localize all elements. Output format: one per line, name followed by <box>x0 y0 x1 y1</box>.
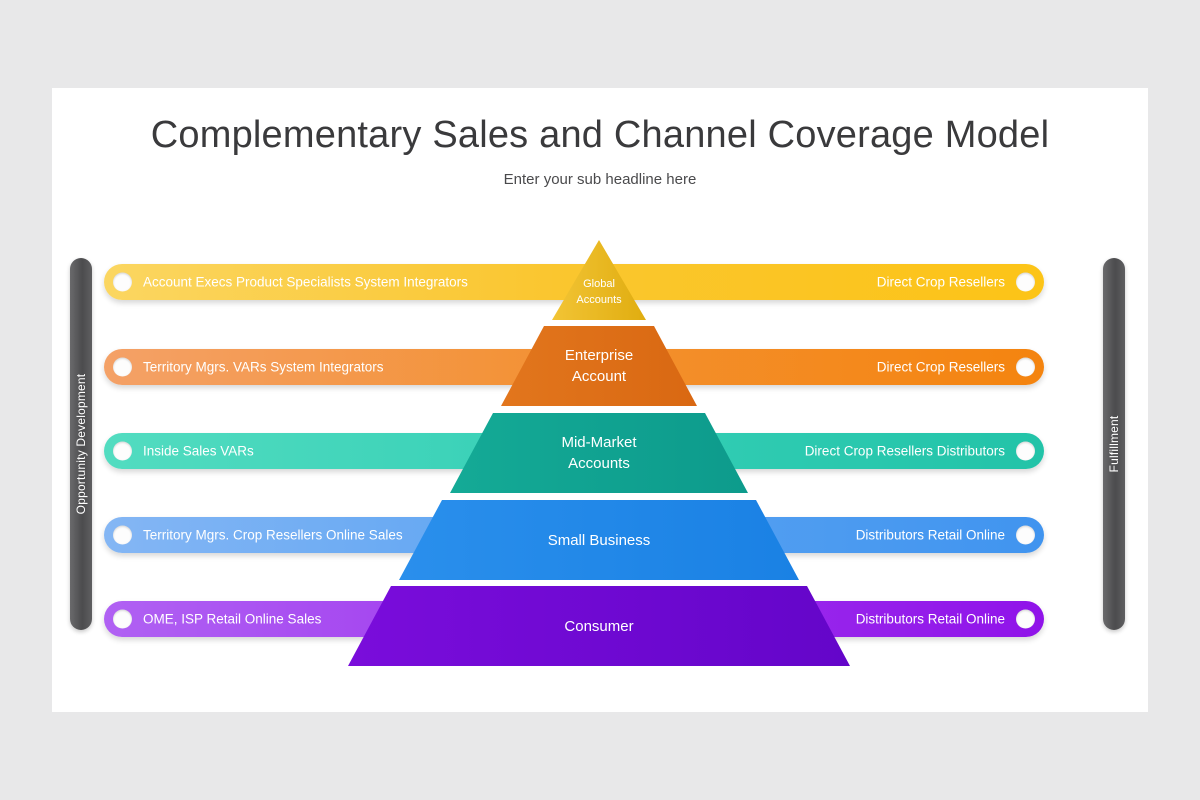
band-left-label-0: Account Execs Product Specialists System… <box>143 274 468 290</box>
band-right-label-2: Direct Crop Resellers Distributors <box>804 443 1005 459</box>
circle-marker-icon <box>113 357 132 377</box>
band-row-mid-market-accounts[interactable]: Inside Sales VARs Direct Crop Resellers … <box>104 433 1044 469</box>
band-row-enterprise-account[interactable]: Territory Mgrs. VARs System Integrators … <box>104 349 1044 385</box>
band-left-label-4: OME, ISP Retail Online Sales <box>143 611 322 627</box>
band-right-label-3: Distributors Retail Online <box>855 527 1005 543</box>
band-left-label-3: Territory Mgrs. Crop Resellers Online Sa… <box>143 527 403 543</box>
page-subtitle: Enter your sub headline here <box>503 171 697 188</box>
sidebar-fulfillment[interactable]: Fulfillment <box>1103 258 1125 630</box>
slide-canvas: Complementary Sales and Channel Coverage… <box>52 88 1148 712</box>
page-title: Complementary Sales and Channel Coverage… <box>150 114 1050 156</box>
sidebar-right-label: Fulfillment <box>1107 415 1121 473</box>
sidebar-left-label: Opportunity Development <box>74 373 88 515</box>
band-right-label-4: Distributors Retail Online <box>855 611 1005 627</box>
band-row-small-business[interactable]: Territory Mgrs. Crop Resellers Online Sa… <box>104 517 1044 553</box>
circle-marker-icon <box>1016 609 1035 629</box>
sidebar-opportunity-development[interactable]: Opportunity Development <box>70 258 92 630</box>
circle-marker-icon <box>1016 357 1035 377</box>
circle-marker-icon <box>113 525 132 545</box>
circle-marker-icon <box>113 272 132 292</box>
band-left-label-2: Inside Sales VARs <box>143 443 254 459</box>
band-right-label-1: Direct Crop Resellers <box>876 359 1005 375</box>
band-row-consumer[interactable]: OME, ISP Retail Online Sales Distributor… <box>104 601 1044 637</box>
circle-marker-icon <box>113 441 132 461</box>
circle-marker-icon <box>113 609 132 629</box>
band-row-global-accounts[interactable]: Account Execs Product Specialists System… <box>104 264 1044 300</box>
circle-marker-icon <box>1016 441 1035 461</box>
band-left-label-1: Territory Mgrs. VARs System Integrators <box>143 359 384 375</box>
circle-marker-icon <box>1016 272 1035 292</box>
circle-marker-icon <box>1016 525 1035 545</box>
band-right-label-0: Direct Crop Resellers <box>876 274 1005 290</box>
